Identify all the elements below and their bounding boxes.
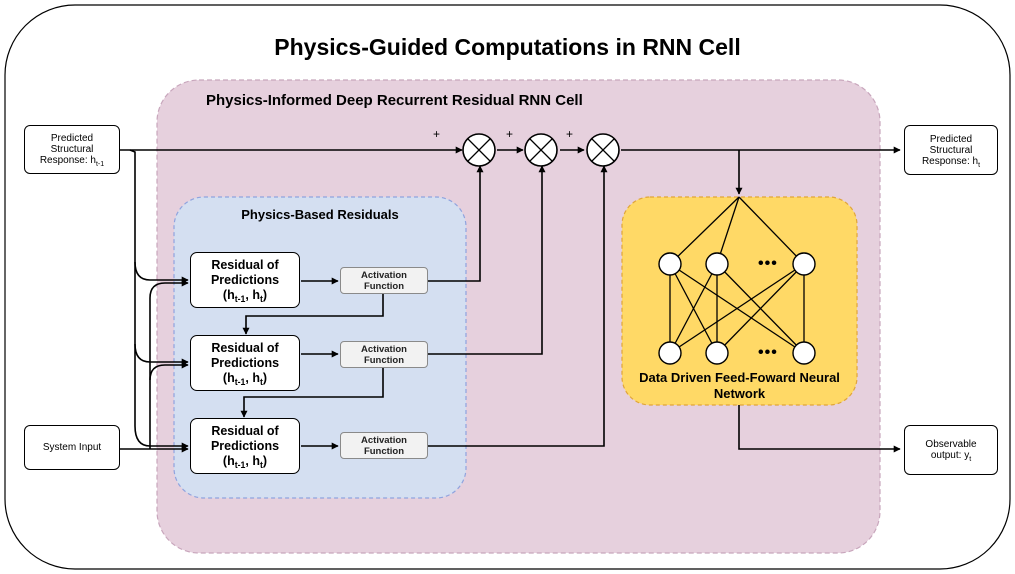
residual-block-2-line2: Predictions [210, 355, 280, 370]
neuron-node-icon [792, 341, 816, 365]
nn-output-line [738, 405, 901, 453]
activation-box-3: Activation Function [340, 432, 428, 459]
act1-cascade [242, 294, 384, 335]
observable-output-box: Observable output: yt [904, 425, 998, 475]
residuals-label: Physics-Based Residuals [241, 207, 399, 222]
nn-label: Data Driven Feed-Foward Neural Network [622, 370, 857, 402]
multiply-junction-icon [524, 133, 558, 167]
prev-response-line2: Structural [50, 144, 94, 155]
residual-block-3-line2: Predictions [210, 438, 280, 453]
diagram-title: Physics-Guided Computations in RNN Cell [274, 34, 741, 60]
observable-line2: output: yt [930, 450, 972, 463]
residual-block-2: Residual of Predictions (ht-1, ht) [190, 335, 300, 391]
residual-block-1: Residual of Predictions (ht-1, ht) [190, 252, 300, 308]
neuron-node-icon [658, 252, 682, 276]
next-response-line3: Response: ht [921, 155, 981, 169]
prev-response-box: Predicted Structural Response: ht-1 [24, 125, 120, 174]
neuron-node-icon [658, 341, 682, 365]
plus-sign-3: + [566, 127, 574, 141]
residual-block-1-vars: (ht-1, ht) [222, 287, 268, 304]
residual-block-1-line2: Predictions [210, 272, 280, 287]
nn-connection [716, 263, 805, 354]
neuron-node-icon [705, 341, 729, 365]
residual-block-3: Residual of Predictions (ht-1, ht) [190, 418, 300, 474]
next-response-line1: Predicted [929, 133, 973, 145]
nn-connection [669, 263, 718, 354]
nn-top-ellipsis: ••• [758, 255, 778, 272]
nn-label-line1: Data Driven Feed-Foward Neural [639, 370, 840, 385]
act1-to-x1 [428, 165, 484, 282]
prev-response-line1: Predicted [50, 133, 94, 144]
neuron-node-icon [792, 252, 816, 276]
nn-fan-connection [738, 196, 805, 265]
nn-label-line2: Network [713, 386, 766, 401]
system-input-up [149, 279, 189, 449]
activation-2-line2: Function [363, 354, 405, 366]
nn-bottom-ellipsis: ••• [758, 344, 778, 361]
multiply-junction-icon [462, 133, 496, 167]
activation-2-line1: Activation [361, 343, 407, 355]
residual-block-3-line1: Residual of [211, 423, 279, 438]
activation-1-line2: Function [363, 280, 405, 292]
activation-3-line1: Activation [361, 434, 407, 446]
residual-block-3-vars: (ht-1, ht) [222, 453, 268, 470]
nn-connection [669, 263, 805, 354]
plus-sign-1: + [433, 127, 441, 141]
prev-response-branch [129, 149, 136, 262]
observable-line1: Observable [925, 439, 977, 450]
system-input-to-r2 [149, 361, 189, 381]
residual-block-2-line1: Residual of [211, 340, 279, 355]
activation-box-2: Activation Function [340, 341, 428, 368]
multiply-junction-icon [586, 133, 620, 167]
next-response-box: Predicted Structural Response: ht [904, 125, 998, 175]
system-input-box: System Input [24, 425, 120, 470]
system-input-label: System Input [42, 442, 102, 453]
act2-to-x2 [428, 165, 546, 355]
activation-1-line1: Activation [361, 269, 407, 281]
nn-fan-connection [669, 196, 740, 265]
act2-cascade [240, 367, 384, 418]
activation-box-1: Activation Function [340, 267, 428, 294]
residual-block-2-vars: (ht-1, ht) [222, 370, 268, 387]
prev-response-line3: Response: ht-1 [39, 155, 105, 168]
activation-3-line2: Function [363, 445, 405, 457]
plus-sign-2: + [506, 127, 514, 141]
nn-fan-connection [716, 196, 740, 265]
residual-block-1-line1: Residual of [211, 257, 279, 272]
act3-to-x3 [428, 165, 608, 447]
neuron-node-icon [705, 252, 729, 276]
next-response-line2: Structural [929, 144, 973, 156]
cell-label: Physics-Informed Deep Recurrent Residual… [206, 92, 583, 109]
